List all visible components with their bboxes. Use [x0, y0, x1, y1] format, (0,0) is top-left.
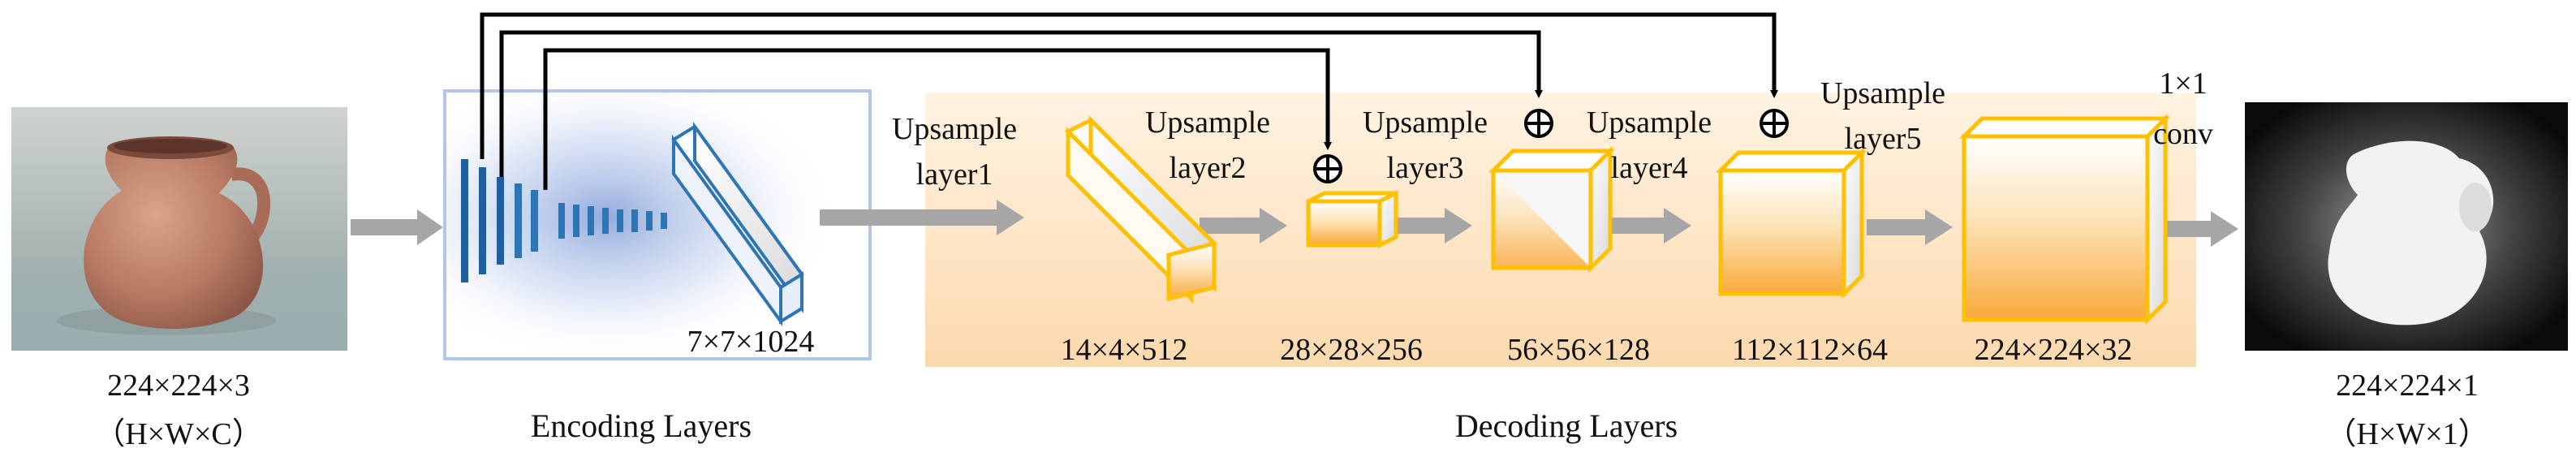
upsample-label-3-line1: Upsample: [1362, 106, 1488, 140]
upsample-label-4-line2: layer4: [1610, 151, 1688, 185]
input-dims-label: （H×W×C）: [94, 417, 263, 451]
skip-add-ops: [1313, 109, 1789, 183]
conv-label-line1: 1×1: [2159, 67, 2208, 101]
flow-arrows: [351, 200, 2238, 247]
input-image: [11, 107, 347, 351]
decoder-cuboid-3: [1488, 145, 1616, 274]
output-size-label: 224×224×1: [2336, 369, 2479, 403]
add-op-layer4: [1760, 109, 1789, 138]
add-op-layer3: [1524, 109, 1553, 138]
upsample-label-1-line2: layer1: [915, 157, 993, 192]
stage-4-output-label: 112×112×64: [1731, 333, 1889, 367]
stage-5-output-label: 224×224×32: [1974, 333, 2133, 367]
encoder-block: [443, 89, 872, 360]
output-mask-image: [2245, 102, 2568, 351]
decoder-title: Decoding Layers: [1454, 407, 1678, 444]
skip-connections: [480, 12, 1778, 190]
stage-1-output-label: 14×4×512: [1060, 333, 1188, 367]
stage-3-output-label: 56×56×128: [1507, 333, 1650, 367]
stage-2-output-label: 28×28×256: [1280, 333, 1423, 367]
upsample-label-5-line2: layer5: [1844, 122, 1922, 156]
encoder-feature-bars: [461, 159, 667, 282]
encoder-output-cuboid: [671, 121, 804, 327]
decoder-cuboid-4: [1715, 147, 1867, 300]
upsample-label-2-line1: Upsample: [1144, 106, 1271, 140]
output-dims-label: （H×W×1）: [2325, 417, 2489, 451]
upsample-label-4-line1: Upsample: [1586, 106, 1712, 140]
upsample-label-3-line2: layer3: [1386, 151, 1464, 185]
decoder-cuboid-2: [1306, 189, 1398, 249]
upsample-label-2-line2: layer2: [1169, 151, 1247, 185]
upsample-label-1-line1: Upsample: [891, 112, 1018, 146]
decoder-cuboid-1: [1064, 114, 1218, 304]
encoder-title: Encoding Layers: [530, 407, 752, 444]
upsample-label-5-line1: Upsample: [1820, 76, 1946, 110]
decoder-cuboid-5: [1958, 113, 2171, 326]
input-size-label: 224×224×3: [107, 369, 250, 403]
conv-label-line2: conv: [2153, 117, 2213, 151]
encoder-output-label: 7×7×1024: [687, 325, 815, 359]
add-op-layer2: [1313, 154, 1342, 183]
